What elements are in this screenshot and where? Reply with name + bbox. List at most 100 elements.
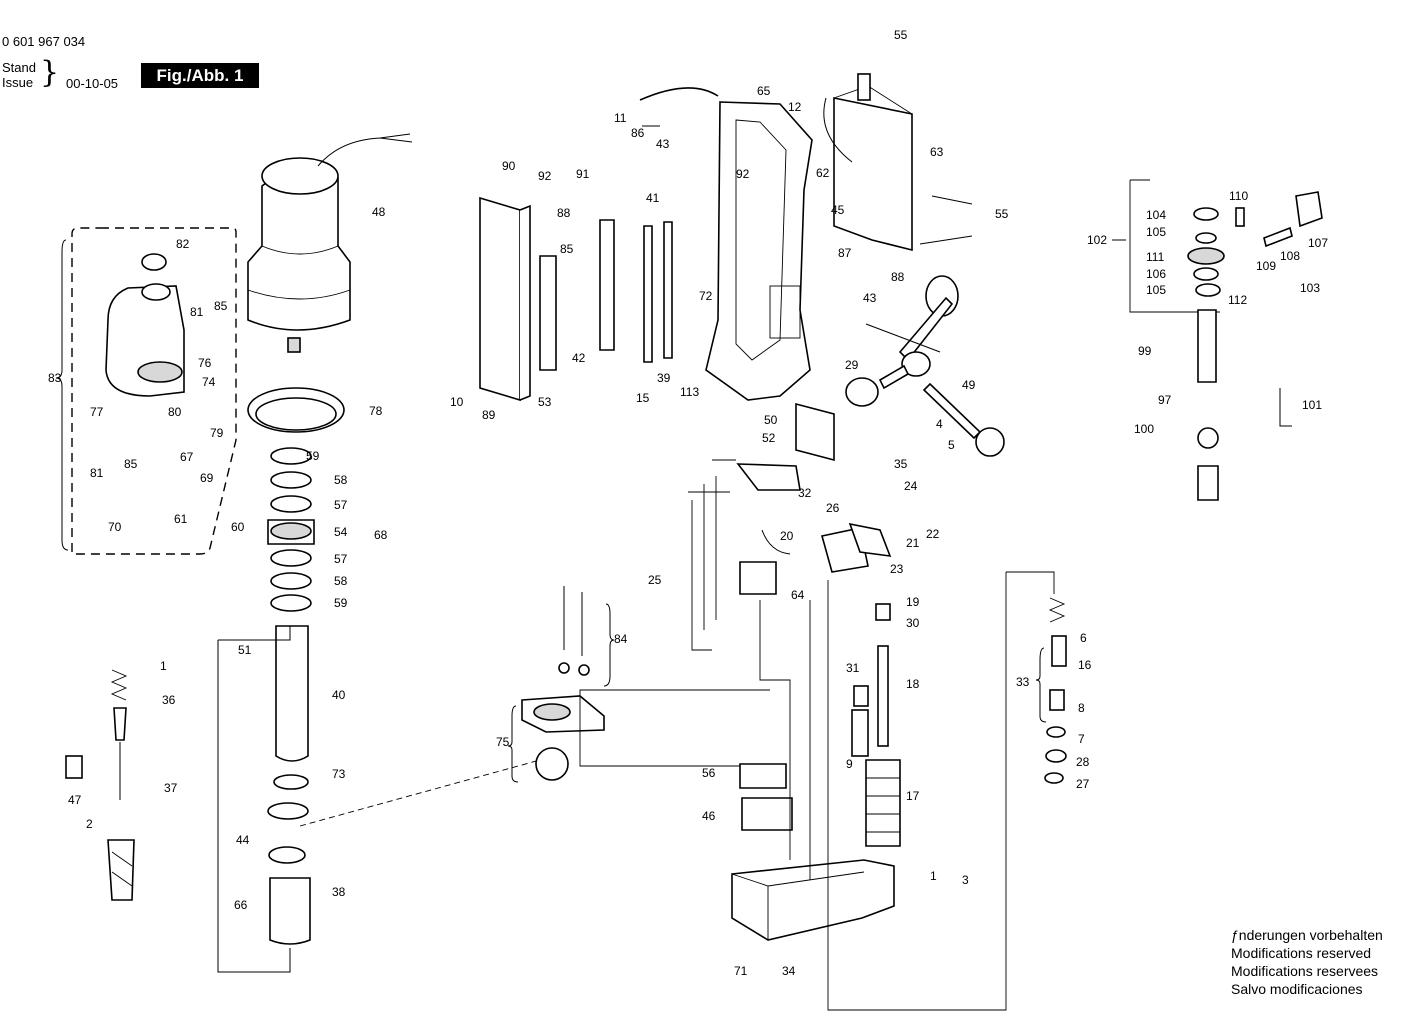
callout-9: 9 <box>846 757 853 771</box>
callout-37: 37 <box>164 781 178 795</box>
callout-17: 17 <box>906 789 920 803</box>
callout-72: 72 <box>699 289 713 303</box>
base-yoke <box>507 695 605 783</box>
callout-42: 42 <box>572 351 586 365</box>
callout-88b: 88 <box>891 270 905 284</box>
callout-48: 48 <box>372 205 386 219</box>
callout-110: 110 <box>1229 189 1248 203</box>
callout-80: 80 <box>168 405 182 419</box>
callout-92a: 92 <box>538 169 552 183</box>
callout-60: 60 <box>231 520 245 534</box>
column-frame <box>639 87 813 401</box>
brace-mark: } <box>40 55 60 90</box>
callout-7: 7 <box>1078 732 1085 746</box>
note-english: Modifications reserved <box>1231 945 1372 961</box>
drill-bit-parts-left <box>65 669 135 901</box>
callout-27: 27 <box>1076 777 1090 791</box>
callout-50: 50 <box>764 413 778 427</box>
callout-88a: 88 <box>557 206 571 220</box>
callout-85b: 85 <box>214 299 228 313</box>
callout-43a: 43 <box>656 137 670 151</box>
callout-77: 77 <box>90 405 104 419</box>
issue-date: 00-10-05 <box>66 76 119 91</box>
callout-64: 64 <box>791 588 805 602</box>
callout-91: 91 <box>576 167 590 181</box>
clamp-ring <box>247 387 345 433</box>
accessory-group-box <box>71 227 237 555</box>
callout-62: 62 <box>816 166 830 180</box>
callout-57a: 57 <box>334 498 348 512</box>
callout-15: 15 <box>636 391 650 405</box>
callout-20: 20 <box>780 529 794 543</box>
callout-1b: 1 <box>930 869 937 883</box>
callout-33: 33 <box>1016 675 1030 689</box>
callout-79: 79 <box>210 426 224 440</box>
callout-43b: 43 <box>863 291 877 305</box>
callout-109: 109 <box>1256 259 1276 273</box>
callout-24: 24 <box>904 479 918 493</box>
callout-40: 40 <box>332 688 346 702</box>
callout-30: 30 <box>906 616 920 630</box>
callout-75: 75 <box>496 735 510 749</box>
callout-87: 87 <box>838 246 852 260</box>
callout-21: 21 <box>906 536 920 550</box>
callout-103: 103 <box>1300 281 1320 295</box>
knob-housing-top <box>823 73 913 252</box>
bolts-84 <box>558 586 615 687</box>
callout-45: 45 <box>831 203 845 217</box>
issue-label: Issue <box>2 75 34 90</box>
callout-105a: 105 <box>1146 225 1166 239</box>
callout-34: 34 <box>782 964 796 978</box>
callout-36: 36 <box>162 693 176 707</box>
callout-99: 99 <box>1138 344 1152 358</box>
guide-rail <box>479 196 673 402</box>
callout-55b: 55 <box>995 207 1009 221</box>
callout-111: 111 <box>1146 250 1165 264</box>
callout-26: 26 <box>826 501 840 515</box>
callout-18: 18 <box>906 677 920 691</box>
callout-112: 112 <box>1228 293 1247 307</box>
callout-4: 4 <box>936 417 943 431</box>
callout-63: 63 <box>930 145 944 159</box>
callout-81b: 81 <box>90 466 104 480</box>
callout-81a: 81 <box>190 305 204 319</box>
motor-housing <box>247 133 413 353</box>
callout-85c: 85 <box>124 457 138 471</box>
callout-1a: 1 <box>160 659 167 673</box>
callout-76: 76 <box>198 356 212 370</box>
tool-holder-33 <box>827 571 1067 1011</box>
callout-16: 16 <box>1078 658 1092 672</box>
callout-106: 106 <box>1146 267 1166 281</box>
callout-32: 32 <box>798 486 812 500</box>
callout-101: 101 <box>1302 398 1322 412</box>
callout-67: 67 <box>180 450 194 464</box>
callout-104: 104 <box>1146 208 1166 222</box>
callout-90: 90 <box>502 159 516 173</box>
callout-69: 69 <box>200 471 214 485</box>
callout-84: 84 <box>614 632 628 646</box>
callout-105b: 105 <box>1146 283 1166 297</box>
stand-label: Stand <box>2 60 36 75</box>
callout-5: 5 <box>948 438 955 452</box>
bracket-housing <box>105 253 185 397</box>
callout-25: 25 <box>648 573 662 587</box>
callout-52: 52 <box>762 431 776 445</box>
callout-53: 53 <box>538 395 552 409</box>
callout-35: 35 <box>894 457 908 471</box>
callout-labels: 55 65 12 11 86 43 63 90 92 92 91 62 41 4… <box>48 28 1328 978</box>
callout-19: 19 <box>906 595 920 609</box>
callout-55a: 55 <box>894 28 908 42</box>
spindle-column <box>217 447 315 973</box>
callout-12: 12 <box>788 100 802 114</box>
callout-65: 65 <box>757 84 771 98</box>
callout-31: 31 <box>846 661 860 675</box>
callout-71: 71 <box>734 964 748 978</box>
note-french: Modifications reservees <box>1231 963 1379 979</box>
hex-key <box>1279 388 1292 427</box>
handle-arm <box>845 275 1005 457</box>
callout-46: 46 <box>702 809 716 823</box>
callout-23: 23 <box>890 562 904 576</box>
callout-2: 2 <box>86 817 93 831</box>
callout-39: 39 <box>657 371 671 385</box>
